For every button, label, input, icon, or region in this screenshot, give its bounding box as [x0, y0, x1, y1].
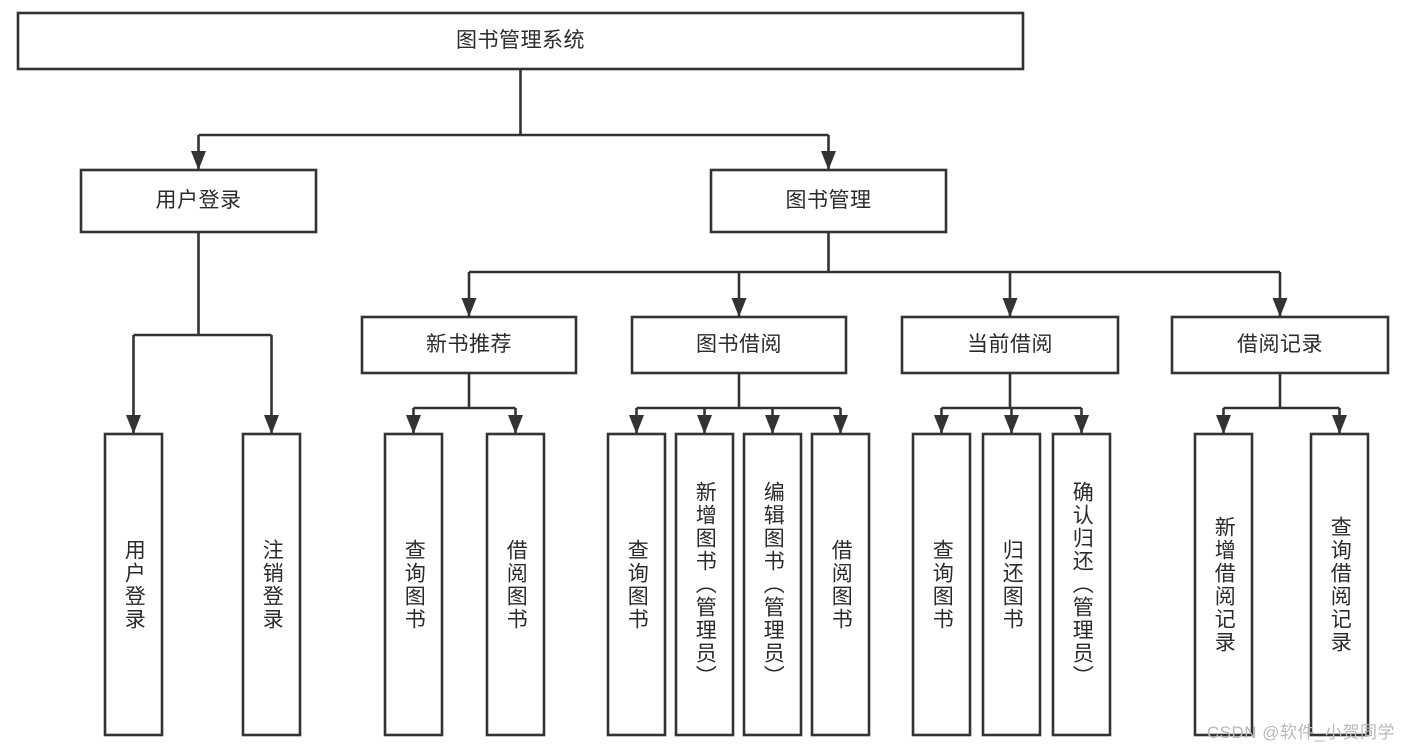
edge-arrowhead [1004, 415, 1019, 434]
edge-arrowhead [508, 415, 523, 434]
node-box-br-borrow[interactable] [810, 432, 871, 737]
node-box-borrow[interactable] [630, 315, 848, 375]
edge-arrowhead [697, 415, 712, 434]
edge-arrowhead [264, 415, 279, 434]
node-box-records[interactable] [1170, 315, 1390, 375]
node-box-rec-add[interactable] [1193, 432, 1254, 737]
edge-arrowhead [191, 151, 206, 170]
edge-arrowhead [1272, 298, 1288, 317]
edge-arrowhead [731, 298, 747, 317]
node-box-cur-return[interactable] [981, 432, 1042, 737]
node-box-cur-query[interactable] [911, 432, 972, 737]
edge-arrowhead [765, 415, 780, 434]
node-box-login-logout[interactable] [241, 432, 302, 737]
nodes-layer [16, 11, 1390, 737]
edge-arrowhead [126, 415, 141, 434]
node-box-root[interactable] [16, 11, 1025, 71]
node-box-br-add[interactable] [674, 432, 735, 737]
node-box-current[interactable] [900, 315, 1120, 375]
node-box-rec-query[interactable] [1309, 432, 1370, 737]
node-box-new-query[interactable] [383, 432, 444, 737]
edge-arrowhead [1216, 415, 1231, 434]
edge-arrowhead [1074, 415, 1089, 434]
edge-arrowhead [629, 415, 644, 434]
edge-arrowhead [1332, 415, 1347, 434]
node-box-cur-confirm[interactable] [1051, 432, 1112, 737]
edge-arrowhead [934, 415, 949, 434]
node-box-br-query[interactable] [606, 432, 667, 737]
edge-arrowhead [1002, 298, 1018, 317]
node-box-login[interactable] [79, 168, 318, 234]
edge-arrowhead [461, 298, 477, 317]
edges-layer [126, 69, 1347, 434]
node-box-bookmgmt[interactable] [709, 168, 948, 234]
node-box-login-login[interactable] [103, 432, 164, 737]
node-box-br-edit[interactable] [742, 432, 803, 737]
edge-arrowhead [406, 415, 421, 434]
edge-arrowhead [833, 415, 848, 434]
node-box-newbook[interactable] [360, 315, 578, 375]
edge-arrowhead [821, 151, 836, 170]
node-box-new-borrow[interactable] [485, 432, 546, 737]
